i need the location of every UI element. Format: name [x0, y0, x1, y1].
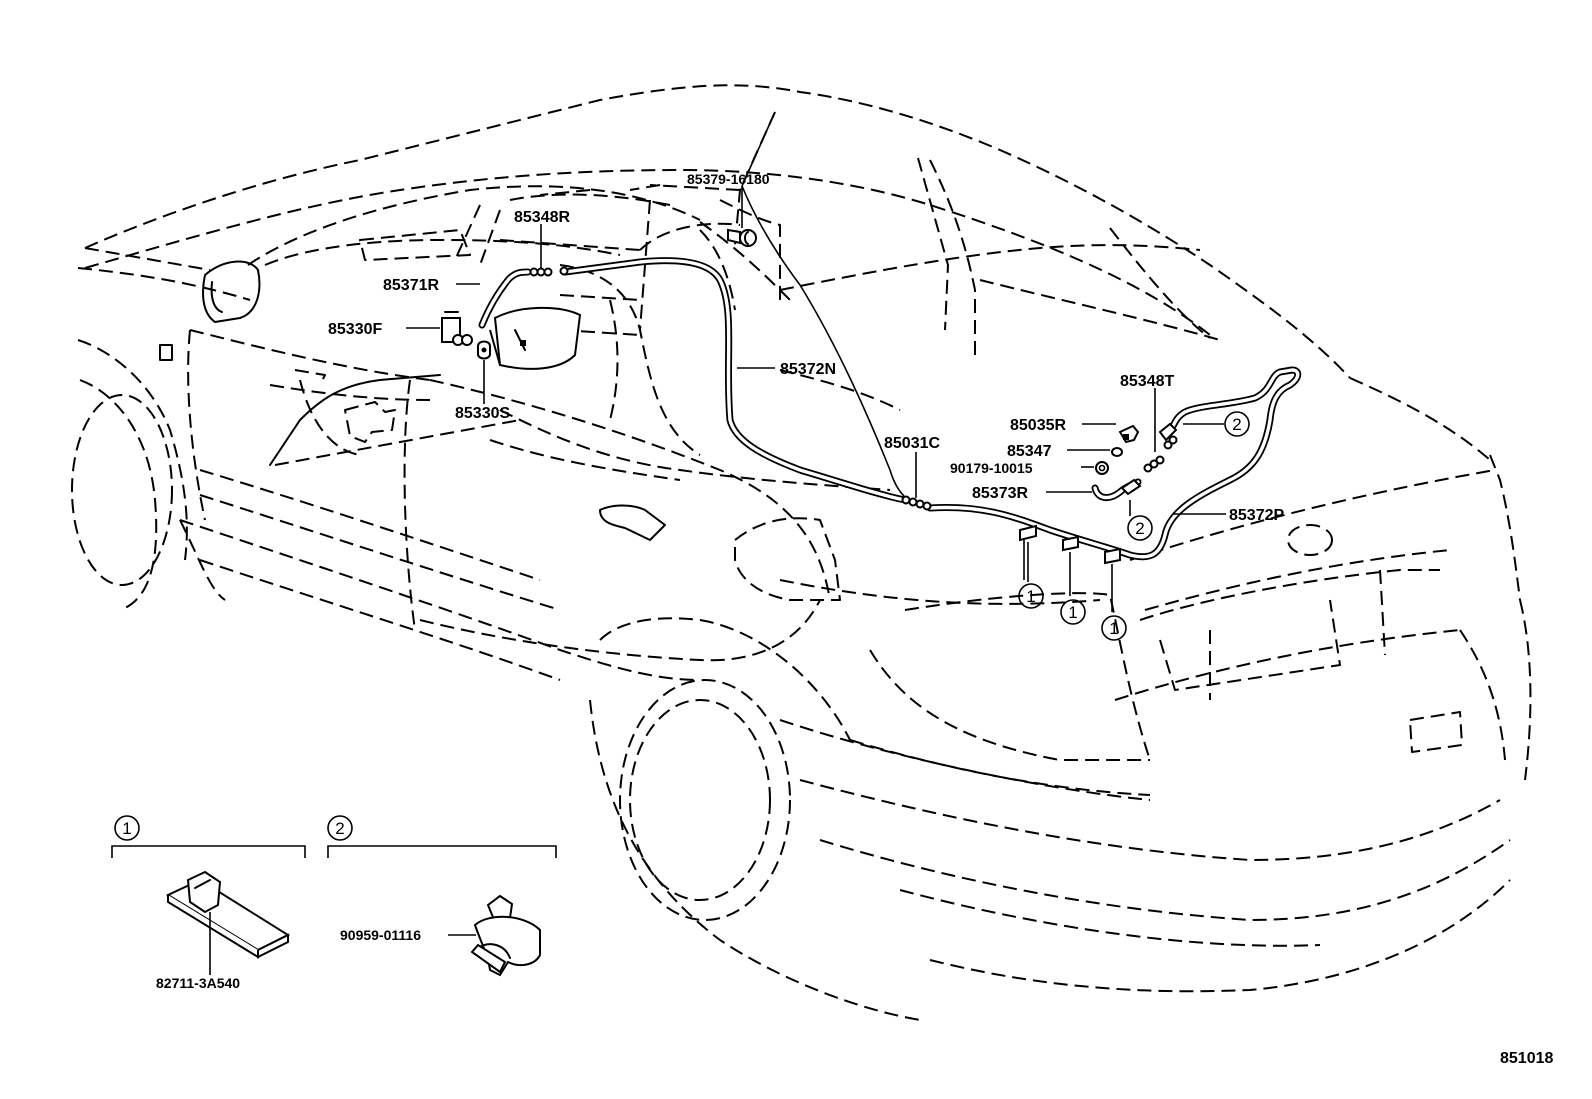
- part-labels: 85379-16180 85348R 85371R 85330F 85330S …: [328, 171, 1284, 524]
- legend-group-2: 2 90959-01116: [327, 815, 557, 977]
- label-85379-16180: 85379-16180: [687, 171, 770, 187]
- nozzle-85035R: [1118, 424, 1140, 444]
- washer-tank: [489, 306, 582, 370]
- washer-pump-85330F: [441, 311, 473, 346]
- callout-2-b: 2: [1127, 515, 1153, 541]
- svg-text:2: 2: [1135, 519, 1144, 538]
- callout-1-a: 1: [1018, 583, 1044, 609]
- label-85373R: 85373R: [972, 485, 1028, 502]
- label-85330S: 85330S: [455, 405, 510, 422]
- svg-text:1: 1: [1109, 619, 1118, 638]
- joint-85348T: [1143, 435, 1178, 473]
- leader-lines: [406, 111, 1226, 612]
- label-85347: 85347: [1007, 443, 1052, 460]
- hose-85372P: [926, 366, 1302, 561]
- clip-markers: [1019, 422, 1178, 565]
- label-85372P: 85372P: [1229, 507, 1284, 524]
- diagram-id: 851018: [1500, 1050, 1553, 1067]
- nut-90179-10015: [1095, 461, 1109, 475]
- label-85372N: 85372N: [780, 361, 836, 378]
- label-90959-01116: 90959-01116: [340, 927, 421, 943]
- callout-1-c: 1: [1101, 615, 1127, 641]
- svg-text:1: 1: [1026, 587, 1035, 606]
- joint-85348R: [529, 266, 569, 277]
- label-85031C: 85031C: [884, 435, 940, 452]
- label-82711-3A540: 82711-3A540: [156, 975, 240, 991]
- svg-text:2: 2: [335, 819, 344, 838]
- svg-text:2: 2: [1232, 415, 1241, 434]
- svg-text:1: 1: [122, 819, 131, 838]
- label-85035R: 85035R: [1010, 417, 1066, 434]
- label-85330F: 85330F: [328, 321, 382, 338]
- nozzle-85379: [727, 228, 757, 247]
- label-90179-10015: 90179-10015: [950, 460, 1033, 476]
- callout-1-b: 1: [1060, 599, 1086, 625]
- pump-grommet-85330S: [477, 340, 491, 360]
- callout-2-a: 2: [1224, 411, 1250, 437]
- hose-85371R: [478, 268, 532, 329]
- joint-85031C: [901, 495, 932, 511]
- legend-group-1: 1 82711-3A540: [111, 815, 306, 991]
- label-85371R: 85371R: [383, 277, 439, 294]
- label-85348R: 85348R: [514, 209, 570, 226]
- label-85348T: 85348T: [1120, 373, 1174, 390]
- svg-text:1: 1: [1068, 603, 1077, 622]
- car-body-outline: [71, 84, 1532, 1021]
- gasket-85347: [1111, 447, 1123, 457]
- hose-85372N: [561, 257, 909, 504]
